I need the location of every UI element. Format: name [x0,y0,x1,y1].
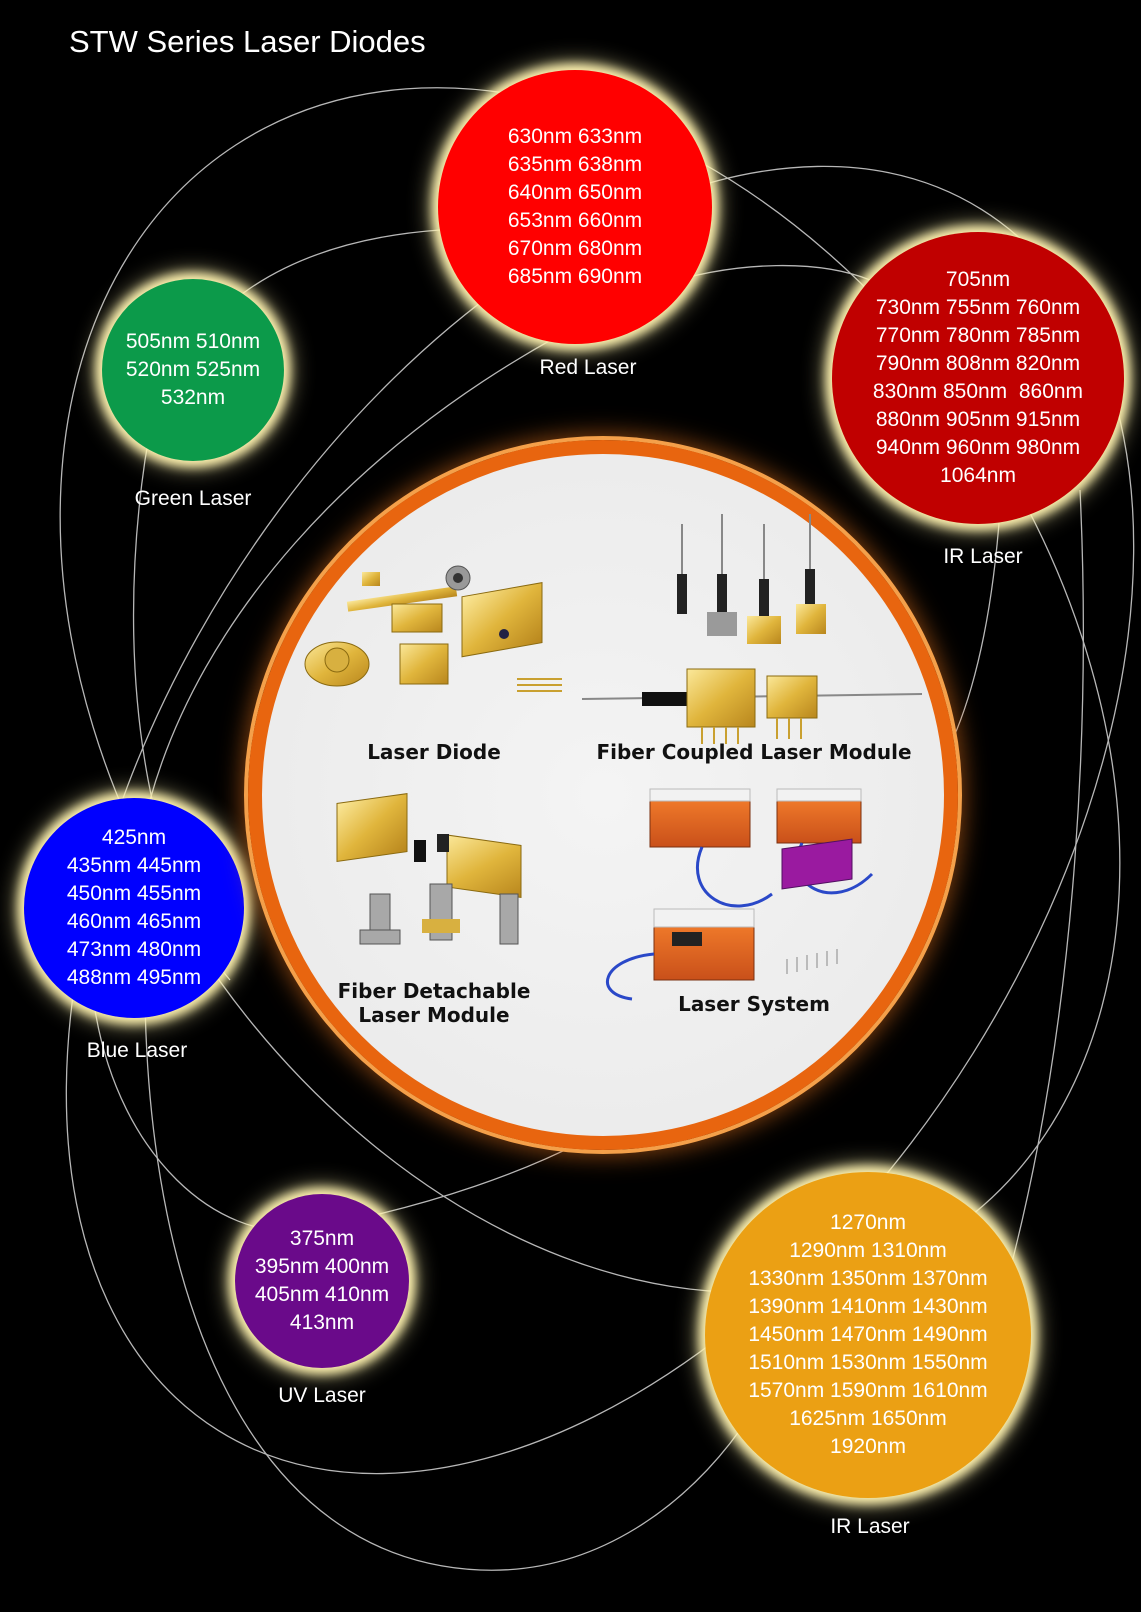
bubble-uv-laser: 375nm 395nm 400nm 405nm 410nm 413nm [235,1194,409,1368]
ir-long-line: 1625nm 1650nm [789,1407,947,1430]
blue-line: 488nm 495nm [66,966,202,989]
ir-short-line: 880nm 905nm 915nm [875,408,1081,431]
uv-line: 413nm [289,1311,355,1334]
bubble-red-laser: 630nm 633nm 635nm 638nm 640nm 650nm 653n… [438,70,712,344]
ir-short-line: 790nm 808nm 820nm [875,352,1081,375]
ir-short-line: 770nm 780nm 785nm [875,324,1081,347]
caption-ir-laser-short: IR Laser [943,545,1023,568]
caption-uv-laser: UV Laser [278,1384,366,1407]
product-illustrations [304,514,923,1001]
green-line: 532nm [160,386,226,409]
label-fiber-detachable-module: Fiber Detachable Laser Module [337,979,531,1027]
ir-short-line: 1064nm [940,464,1016,487]
ir-long-line: 1330nm 1350nm 1370nm [748,1267,988,1290]
red-line: 653nm 660nm [507,209,643,232]
ir-long-line: 1450nm 1470nm 1490nm [748,1323,988,1346]
label-fiber-coupled-module: Fiber Coupled Laser Module [596,740,912,764]
caption-ir-laser-long: IR Laser [830,1515,910,1538]
caption-red-laser: Red Laser [539,356,637,379]
label-laser-diode: Laser Diode [367,740,501,764]
ir-long-line: 1570nm 1590nm 1610nm [748,1379,988,1402]
ir-short-line: 940nm 960nm 980nm [875,436,1081,459]
laser-diode-icon [304,565,562,692]
red-line: 670nm 680nm [507,237,643,260]
page-title: STW Series Laser Diodes [69,24,426,59]
blue-line: 425nm [101,826,167,849]
ir-long-line: 1510nm 1530nm 1550nm [748,1351,988,1374]
ir-short-line: 730nm 755nm 760nm [875,296,1081,319]
fiber-coupled-module-icon [581,514,923,744]
laser-system-icon [605,788,874,1001]
blue-line: 450nm 455nm [66,882,202,905]
fiber-detachable-module-icon [336,793,522,945]
uv-line: 405nm 410nm [254,1283,390,1306]
ir-long-line: 1290nm 1310nm [789,1239,947,1262]
red-line: 640nm 650nm [507,181,643,204]
caption-green-laser: Green Laser [134,487,252,510]
product-hub: Laser Diode Fiber Coupled Laser Module F… [248,440,958,1150]
uv-line: 395nm 400nm [254,1255,390,1278]
caption-blue-laser: Blue Laser [86,1039,188,1062]
ir-short-line: 830nm 850nm 860nm [872,380,1084,403]
blue-line: 435nm 445nm [66,854,202,877]
bubble-ir-laser-long: 1270nm 1290nm 1310nm 1330nm 1350nm 1370n… [705,1172,1031,1498]
green-line: 505nm 510nm [125,330,261,353]
bubble-green-laser: 505nm 510nm 520nm 525nm 532nm [102,279,284,461]
red-line: 635nm 638nm [507,153,643,176]
bubble-blue-laser: 425nm 435nm 445nm 450nm 455nm 460nm 465n… [24,798,244,1018]
bubble-ir-laser-short: 705nm 730nm 755nm 760nm 770nm 780nm 785n… [832,232,1124,524]
blue-line: 473nm 480nm [66,938,202,961]
green-line: 520nm 525nm [125,358,261,381]
uv-line: 375nm [289,1227,355,1250]
ir-long-line: 1390nm 1410nm 1430nm [748,1295,988,1318]
label-laser-system: Laser System [678,992,830,1016]
red-line: 685nm 690nm [507,265,643,288]
ir-long-line: 1920nm [830,1435,906,1458]
red-line: 630nm 633nm [507,125,643,148]
ir-long-line: 1270nm [830,1211,906,1234]
orbit-arc-i [1009,489,1084,1271]
blue-line: 460nm 465nm [66,910,202,933]
ir-short-line: 705nm [945,268,1011,291]
